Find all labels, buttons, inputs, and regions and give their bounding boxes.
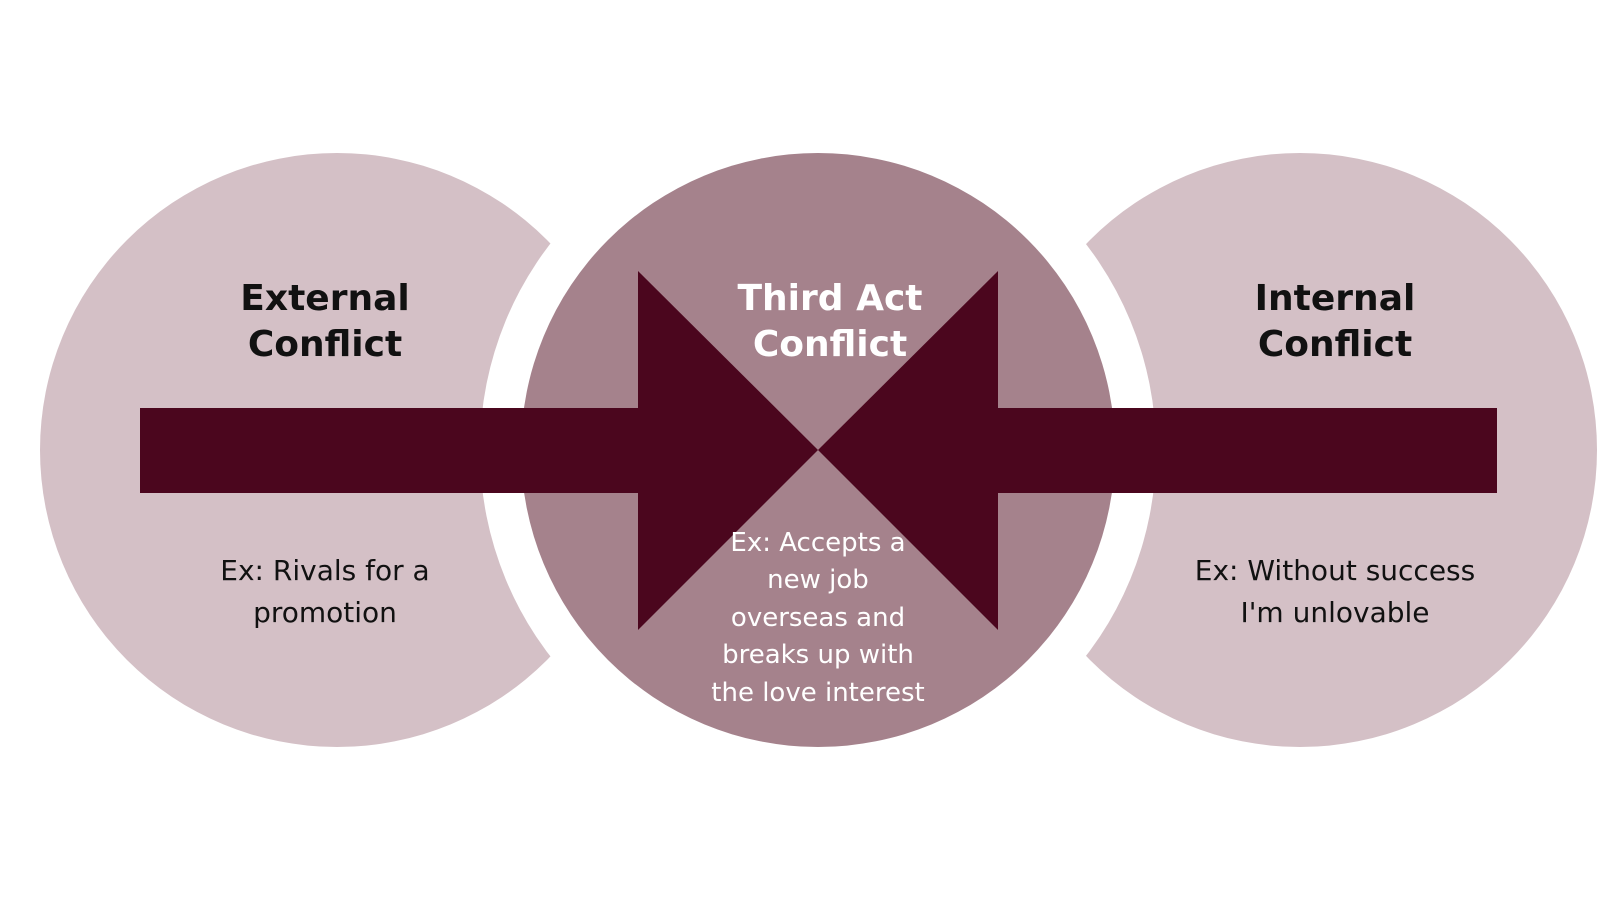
left-arrow [140, 271, 818, 630]
third-act-conflict-example-line3: overseas and [731, 603, 905, 633]
external-conflict-group: External Conflict Ex: Rivals for a promo… [220, 278, 429, 629]
third-act-conflict-group: Third Act Conflict Ex: Accepts a new job… [711, 278, 924, 708]
third-act-conflict-example-line2: new job [767, 565, 869, 595]
third-act-conflict-example-line1: Ex: Accepts a [730, 528, 905, 558]
internal-conflict-example-line2: I'm unlovable [1240, 596, 1429, 629]
third-act-conflict-title-line1: Third Act [738, 278, 923, 319]
third-act-conflict-example-line4: breaks up with [722, 640, 914, 670]
external-conflict-title-line2: Conflict [248, 324, 402, 365]
external-conflict-example-line1: Ex: Rivals for a [220, 554, 429, 587]
internal-conflict-title-line2: Conflict [1258, 324, 1412, 365]
internal-conflict-group: Internal Conflict Ex: Without success I'… [1195, 278, 1475, 629]
right-arrow [818, 271, 1497, 630]
external-conflict-title-line1: External [240, 278, 409, 319]
third-act-conflict-example-line5: the love interest [711, 678, 924, 708]
third-act-conflict-title-line2: Conflict [753, 324, 907, 365]
internal-conflict-example-line1: Ex: Without success [1195, 554, 1475, 587]
internal-conflict-title-line1: Internal [1255, 278, 1416, 319]
external-conflict-example-line2: promotion [253, 596, 397, 629]
